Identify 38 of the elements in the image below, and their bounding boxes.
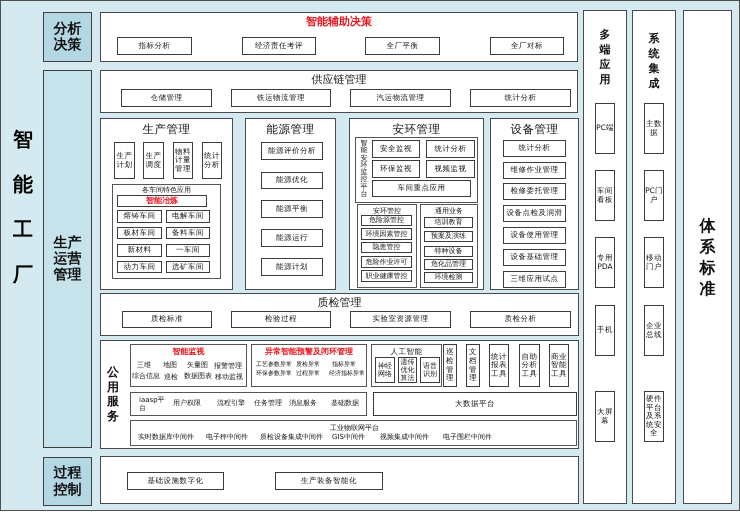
function-box: 智能冶炼 [117, 195, 207, 207]
module-panel [349, 118, 484, 290]
column-title: 系统集成 [647, 31, 660, 91]
column-panel [583, 10, 627, 504]
panel-title: 设备管理 [510, 122, 560, 136]
group-title: 智能监视 [172, 347, 206, 356]
panel-title: 能源管理 [266, 122, 316, 136]
module-panel [490, 118, 579, 290]
column-title: 多端应用 [598, 27, 612, 87]
module-panel [245, 118, 336, 290]
module-panel [100, 118, 233, 290]
module-panel [100, 70, 578, 113]
layer-label: 分析决策 [43, 12, 92, 62]
vertical-title: 公用服务 [106, 365, 120, 423]
column-label: 体系标准 [683, 10, 732, 504]
panel-title: 生产管理 [142, 122, 192, 136]
panel-title: 智能辅助决策 [305, 15, 373, 29]
group-panel [371, 344, 442, 387]
group-panel [420, 204, 478, 288]
service-strip [130, 392, 367, 416]
layer-label: 过程控制 [43, 457, 92, 506]
panel-title: 安环管理 [392, 122, 442, 136]
module-panel [100, 456, 579, 504]
layer-label: 生产运营管理 [43, 70, 92, 448]
group-panel [357, 204, 417, 288]
group-panel [130, 344, 247, 387]
panel-title: 质检管理 [316, 296, 362, 310]
group-panel [112, 184, 221, 279]
column-panel [632, 10, 676, 504]
service-strip [130, 420, 577, 446]
panel-title: 供应链管理 [310, 73, 368, 87]
group-title: 异常智能预警及闭环管理 [264, 347, 354, 356]
group-panel [251, 344, 367, 387]
module-panel [100, 293, 579, 336]
vertical-title: 智能工厂 [12, 126, 34, 288]
module-panel [100, 340, 579, 449]
module-panel [100, 12, 578, 62]
group-panel [355, 137, 478, 203]
